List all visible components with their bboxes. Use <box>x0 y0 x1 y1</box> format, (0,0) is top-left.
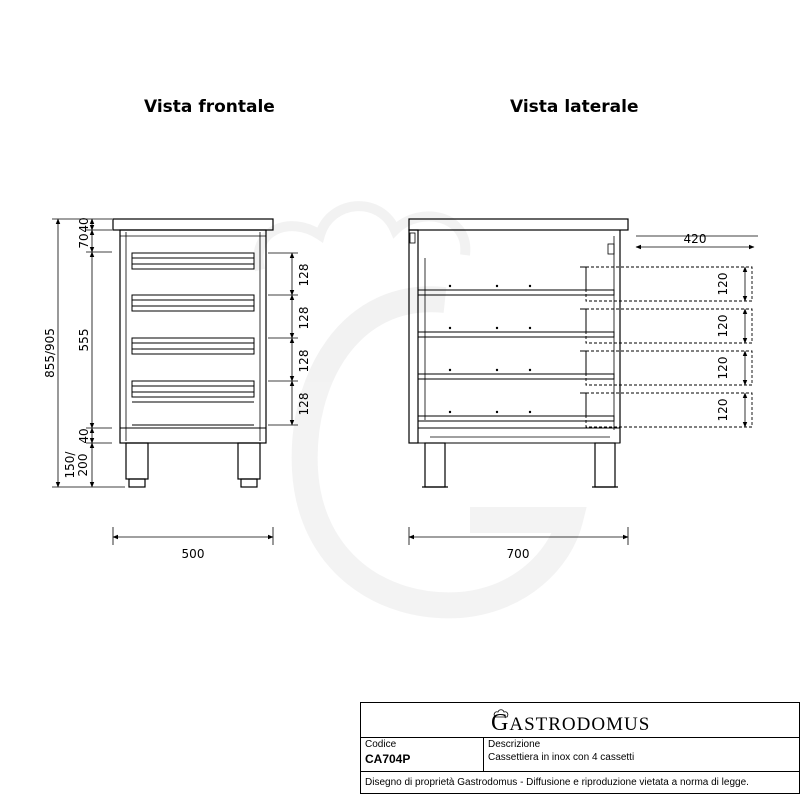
dim-drawer-pitch-2: 128 <box>297 307 311 330</box>
brand-logo-rest: ASTRODOMUS <box>509 714 651 735</box>
front-dimensions <box>52 218 298 545</box>
side-dimensions <box>408 235 758 545</box>
title-block: GASTRODOMUS Codice CA704P Descrizione Ca… <box>360 702 800 794</box>
dim-front-width: 500 <box>182 547 205 561</box>
side-dimension-labels: 420 120 120 120 120 700 <box>507 232 730 561</box>
description-cell: Descrizione Cassettiera in inox con 4 ca… <box>484 738 799 772</box>
dim-mid-555: 555 <box>77 329 91 352</box>
brand-logo: GASTRODOMUS <box>491 710 650 737</box>
logo-row: GASTRODOMUS <box>361 703 799 738</box>
front-view-title: Vista frontale <box>144 97 275 117</box>
ownership-notice: Disegno di proprietà Gastrodomus - Diffu… <box>365 777 749 788</box>
chef-hat-icon <box>493 709 509 718</box>
dim-leg-a: 150/ <box>63 451 77 479</box>
dim-drawer-height-1: 120 <box>716 273 730 296</box>
description-label: Descrizione <box>488 739 541 750</box>
dim-bottom-40: 40 <box>77 428 91 443</box>
code-value: CA704P <box>365 752 411 766</box>
dim-extension: 420 <box>684 232 707 246</box>
front-dimension-labels: 40 70 555 40 150/ 200 855/905 128 128 12… <box>43 217 311 561</box>
dim-overall-height: 855/905 <box>43 328 57 378</box>
dim-side-depth: 700 <box>507 547 530 561</box>
dim-drawer-pitch-3: 128 <box>297 350 311 373</box>
front-view <box>112 218 274 488</box>
dim-drawer-pitch-1: 128 <box>297 264 311 287</box>
side-view <box>408 218 753 488</box>
brand-logo-initial: G <box>491 710 510 736</box>
code-label: Codice <box>365 739 397 750</box>
dim-drawer-height-4: 120 <box>716 399 730 422</box>
dim-drawer-height-2: 120 <box>716 315 730 338</box>
dim-drawer-pitch-4: 128 <box>297 393 311 416</box>
description-value: Cassettiera in inox con 4 cassetti <box>488 752 635 763</box>
dim-top-70: 70 <box>77 233 91 248</box>
dim-top-40: 40 <box>77 217 91 232</box>
dim-leg-b: 200 <box>76 454 90 477</box>
dim-drawer-height-3: 120 <box>716 357 730 380</box>
code-cell: Codice CA704P <box>361 738 484 772</box>
side-view-title: Vista laterale <box>510 97 639 117</box>
